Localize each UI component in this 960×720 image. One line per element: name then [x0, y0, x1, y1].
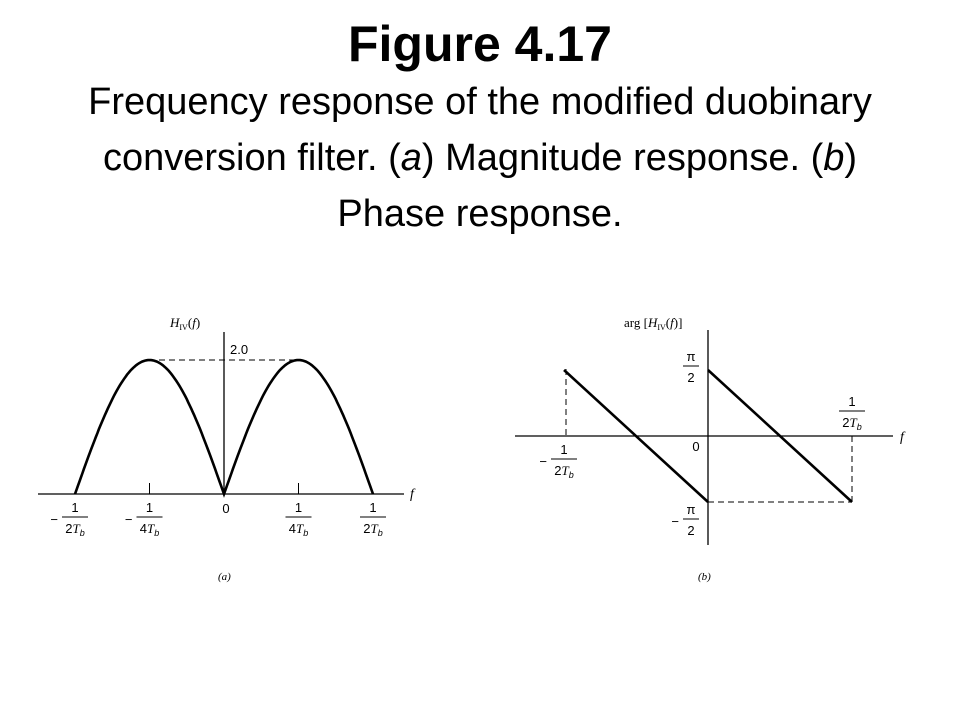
b-xtick-0-sign: − — [539, 454, 547, 469]
b-xtick-2-numerator: 1 — [848, 394, 855, 409]
a-tick-3-numerator: 1 — [295, 500, 302, 515]
b-y-axis-label: arg [HIV(f)] — [624, 315, 682, 332]
magnitude-curve — [73, 358, 375, 498]
b-ytick-1-numerator: π — [687, 502, 696, 517]
a-tick-1-numerator: 1 — [146, 500, 153, 515]
caption-part-b-text: Phase response. — [337, 193, 623, 235]
a-y-axis-label: HIV(f) — [169, 315, 200, 332]
figure-title: Figure 4.17 — [348, 16, 612, 72]
a-tick-0-sign: − — [50, 512, 58, 527]
phase-lines — [563, 369, 853, 503]
phase-segment-1 — [707, 369, 853, 503]
a-peak-label: 2.0 — [230, 342, 248, 357]
b-ytick-0-numerator: π — [687, 349, 696, 364]
b-xtick-0: 1 2Tb− — [539, 442, 577, 480]
b-ytick-0: π2 — [683, 349, 699, 385]
b-ytick-1-sign: − — [671, 514, 679, 529]
a-tick-0: 1 2Tb− — [50, 500, 88, 538]
a-tick-0-denominator: 2Tb — [65, 521, 84, 538]
a-tick-zero: 0 — [222, 501, 229, 516]
a-tick-3-denominator: 4Tb — [289, 521, 308, 538]
b-tick-zero: 0 — [692, 439, 699, 454]
figure-heading: Figure 4.17 Frequency response of the mo… — [0, 14, 960, 242]
b-ytick-0-denominator: 2 — [687, 370, 694, 385]
a-x-axis-label: f — [410, 487, 416, 502]
b-ytick-1-denominator: 2 — [687, 523, 694, 538]
caption-part-a-letter: a — [400, 137, 422, 179]
caption-part-a-text: Magnitude response. — [445, 137, 801, 179]
phase-segment-0 — [563, 369, 709, 503]
figure-caption: Frequency response of the modified duobi… — [88, 81, 872, 235]
b-xtick-2-denominator: 2Tb — [842, 415, 861, 432]
b-ytick-1: π 2− — [671, 502, 699, 538]
b-x-axis-label: f — [900, 430, 906, 445]
a-panel-label: (a) — [218, 571, 231, 583]
a-tick-1-sign: − — [125, 512, 133, 527]
a-tick-4-numerator: 1 — [369, 500, 376, 515]
b-xtick-0-denominator: 2Tb — [554, 463, 573, 480]
a-tick-0-numerator: 1 — [71, 500, 78, 515]
caption-part-b-letter: b — [823, 137, 845, 179]
b-panel-label: (b) — [698, 571, 711, 583]
a-tick-1-denominator: 4Tb — [140, 521, 159, 538]
a-tick-1: 1 4Tb− — [125, 500, 163, 538]
b-xtick-0-numerator: 1 — [560, 442, 567, 457]
a-tick-4-denominator: 2Tb — [363, 521, 382, 538]
caption-main: Frequency response of the modified duobi… — [88, 81, 872, 179]
